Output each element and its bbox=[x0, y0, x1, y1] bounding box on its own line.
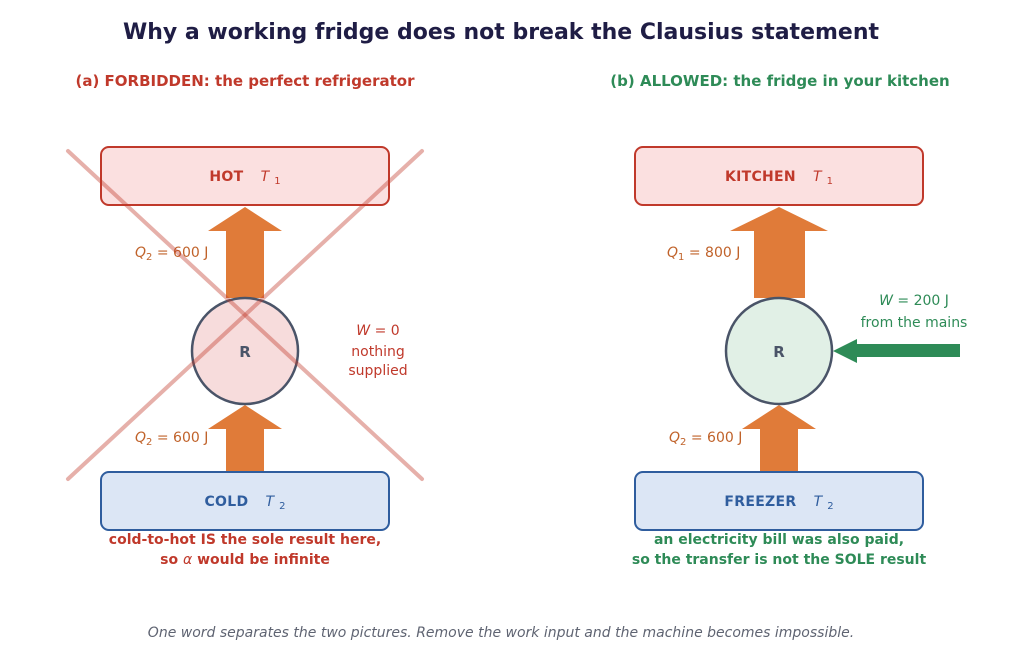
svg-text:supplied: supplied bbox=[348, 363, 407, 379]
svg-text:W = 200 J: W = 200 J bbox=[879, 293, 949, 309]
device-label: R bbox=[239, 343, 251, 361]
svg-text:KITCHEN T 1: KITCHEN T 1 bbox=[725, 166, 833, 187]
work-label-b: W = 200 J from the mains bbox=[861, 293, 968, 331]
svg-text:W = 0: W = 0 bbox=[356, 323, 399, 339]
bottom-heat-label: Q2 = 600 J bbox=[135, 430, 208, 448]
svg-text:COLD T 2: COLD T 2 bbox=[204, 491, 285, 512]
kitchen-heat-label: Q1 = 800 J bbox=[667, 245, 740, 263]
hot-reservoir: HOT T 1 bbox=[100, 146, 390, 206]
heat-arrow-up-freezer bbox=[742, 405, 816, 471]
kitchen-reservoir-temp: T bbox=[813, 169, 823, 185]
freezer-reservoir: FREEZER T 2 bbox=[634, 471, 924, 531]
freezer-reservoir-temp-sub: 2 bbox=[827, 501, 833, 512]
kitchen-reservoir: KITCHEN T 1 bbox=[634, 146, 924, 206]
x-cross-icon bbox=[66, 149, 424, 481]
footer-caption: One word separates the two pictures. Rem… bbox=[148, 625, 854, 641]
panel-a: (a) FORBIDDEN: the perfect refrigerator … bbox=[66, 72, 424, 568]
svg-text:HOT T 1: HOT T 1 bbox=[209, 166, 280, 187]
panel-b-note-line1: an electricity bill was also paid, bbox=[654, 532, 904, 548]
freezer-reservoir-temp: T bbox=[814, 494, 824, 510]
panel-b-heading: (b) ALLOWED: the fridge in your kitchen bbox=[610, 72, 949, 90]
top-heat-label: Q2 = 600 J bbox=[135, 245, 208, 263]
refrigerator-device bbox=[190, 296, 300, 406]
kitchen-reservoir-label: KITCHEN bbox=[725, 169, 796, 185]
freezer-heat-label: Q2 = 600 J bbox=[669, 430, 742, 448]
svg-text:from the mains: from the mains bbox=[861, 315, 968, 331]
kitchen-reservoir-temp-sub: 1 bbox=[827, 176, 833, 187]
panel-a-note-line2: so α would be infinite bbox=[160, 552, 330, 568]
cold-reservoir-temp-sub: 2 bbox=[279, 501, 285, 512]
heat-arrow-up-top bbox=[208, 207, 282, 298]
panel-b-note-line2: so the transfer is not the SOLE result bbox=[632, 552, 927, 568]
cold-reservoir: COLD T 2 bbox=[100, 471, 390, 531]
work-input-arrow bbox=[833, 339, 960, 363]
hot-reservoir-temp: T bbox=[261, 169, 271, 185]
page-title: Why a working fridge does not break the … bbox=[123, 20, 880, 45]
hot-reservoir-label: HOT bbox=[209, 169, 243, 185]
panel-a-note-line1: cold-to-hot IS the sole result here, bbox=[109, 532, 381, 548]
freezer-reservoir-label: FREEZER bbox=[724, 494, 796, 510]
panel-a-heading: (a) FORBIDDEN: the perfect refrigerator bbox=[75, 72, 415, 90]
heat-arrow-up-bottom bbox=[208, 405, 282, 471]
svg-text:FREEZER T 2: FREEZER T 2 bbox=[724, 491, 833, 512]
heat-arrow-up-kitchen bbox=[730, 207, 828, 298]
fridge-device bbox=[724, 296, 834, 406]
cold-reservoir-label: COLD bbox=[204, 494, 248, 510]
hot-reservoir-temp-sub: 1 bbox=[274, 176, 280, 187]
panel-b: (b) ALLOWED: the fridge in your kitchen … bbox=[610, 72, 967, 568]
cold-reservoir-temp: T bbox=[265, 494, 275, 510]
svg-text:nothing: nothing bbox=[351, 344, 404, 360]
work-label-a: W = 0 nothing supplied bbox=[348, 323, 407, 379]
device-label-b: R bbox=[773, 343, 785, 361]
